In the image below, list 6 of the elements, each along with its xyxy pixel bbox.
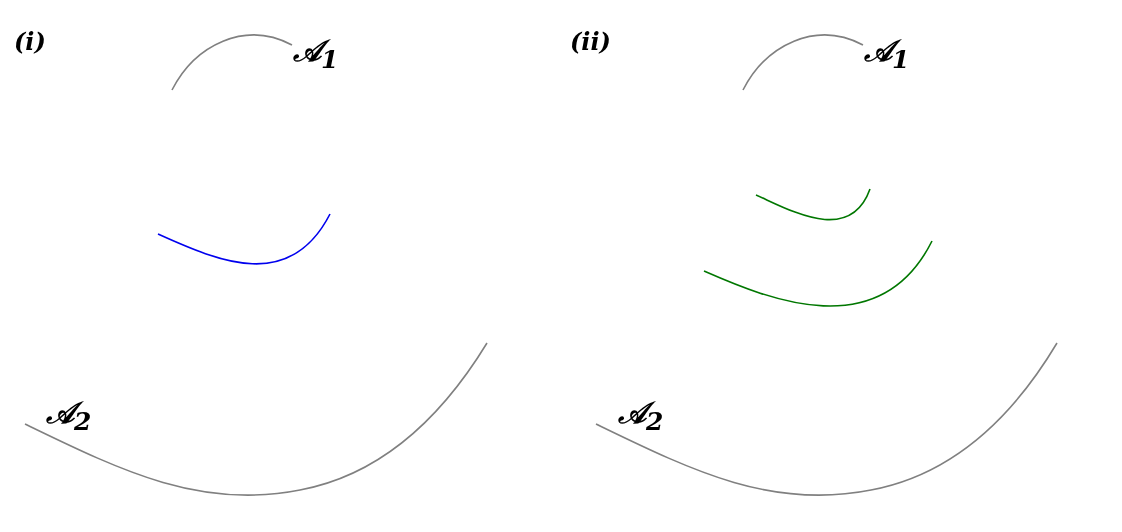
curve-label: 𝒜$_{2}$	[618, 398, 664, 434]
curve-label: 𝒜$_{2}$	[46, 398, 92, 434]
panel-label: (i)	[14, 30, 46, 54]
panel-label: (ii)	[570, 30, 611, 54]
curve-label: 𝒜$_{1}$	[864, 36, 910, 72]
curve-label: 𝒜$_{1}$	[293, 36, 339, 72]
